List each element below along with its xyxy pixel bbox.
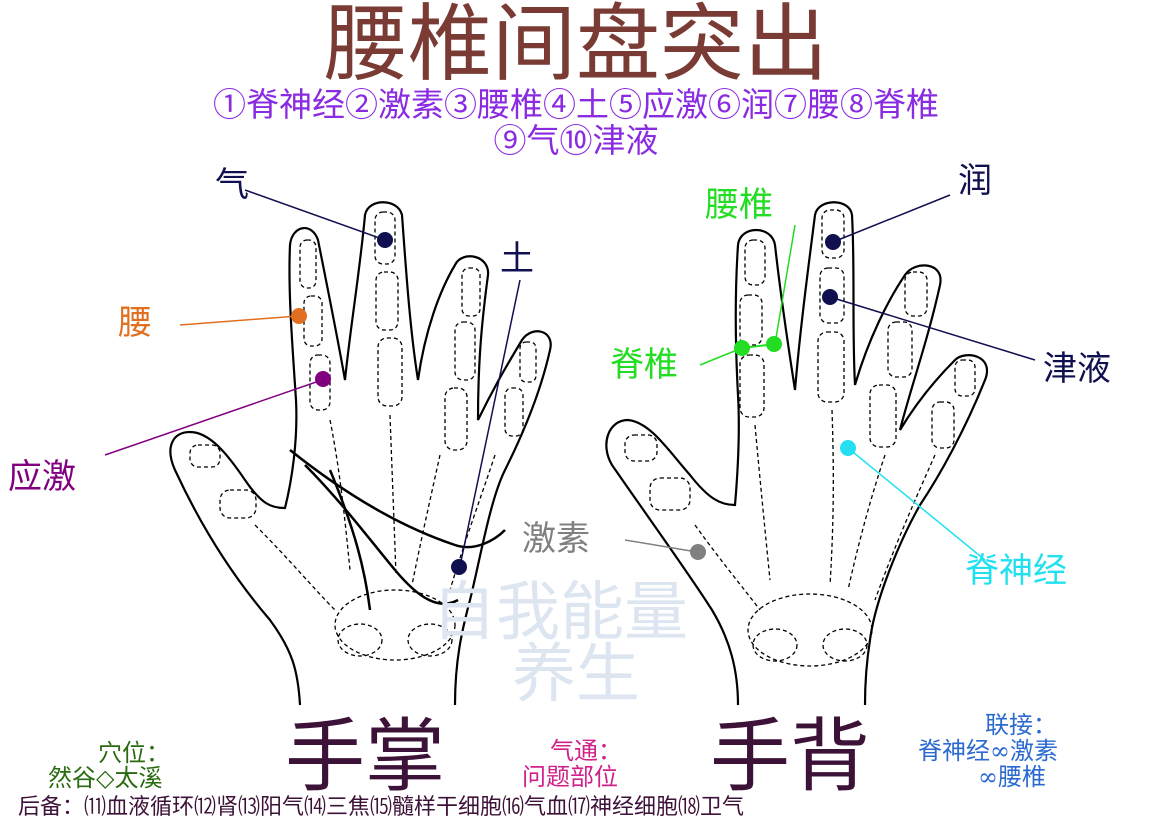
point-yingji: [315, 371, 331, 387]
label-yingji: 应激: [8, 457, 76, 497]
palm-points: [104, 189, 521, 575]
label-jishenjing: 脊神经: [965, 551, 1067, 591]
acupoint-heading: 穴位：: [98, 739, 170, 767]
watermark-line-2: 养生: [512, 638, 640, 712]
label-yao: 腰: [118, 303, 152, 343]
label-run: 润: [958, 161, 992, 201]
legend-line-1: ①脊神经②激素③腰椎④土⑤应激⑥润⑦腰⑧脊椎: [213, 85, 939, 124]
watermark-line-1: 自我能量: [432, 576, 688, 650]
label-yaozhui: 腰椎: [705, 185, 773, 225]
connection-line-1: 脊神经∞激素: [918, 737, 1058, 765]
label-jizhui: 脊椎: [610, 345, 678, 385]
connection-heading: 联接：: [985, 711, 1057, 739]
page-title: 腰椎间盘突出: [323, 0, 828, 93]
qitong-heading: 气通：: [550, 737, 622, 765]
point-tu: [451, 559, 467, 575]
point-jinye: [822, 289, 838, 305]
label-qi: 气: [215, 165, 249, 205]
label-tu: 土: [500, 239, 534, 279]
point-jishenjing: [840, 440, 856, 456]
point-yaozhui: [766, 336, 782, 352]
palm-hand-outline: [169, 201, 552, 706]
point-yao: [291, 308, 307, 324]
back-bones: [624, 209, 976, 667]
legend-line-2: ⑨气⑩津液: [493, 121, 659, 160]
acupoint-value: 然谷◇太溪: [48, 764, 163, 792]
back-hand-outline: [605, 201, 989, 706]
label-jisu: 激素: [522, 519, 590, 559]
palm-caption: 手掌: [285, 710, 445, 803]
palm-creases: [289, 449, 506, 611]
back-points: [624, 194, 1036, 561]
back-caption: 手背: [710, 710, 870, 803]
footer-backup-list: 后备：⑾血液循环⑿肾⒀阳气⒁三焦⒂髓样干细胞⒃气血⒄神经细胞⒅卫气: [18, 795, 745, 820]
qitong-value: 问题部位: [522, 763, 618, 791]
point-qi: [377, 232, 393, 248]
connection-line-2: ∞腰椎: [978, 763, 1046, 791]
point-run: [825, 234, 841, 250]
point-jisu: [690, 544, 706, 560]
point-jizhui: [734, 340, 750, 356]
label-jinye: 津液: [1043, 349, 1111, 389]
